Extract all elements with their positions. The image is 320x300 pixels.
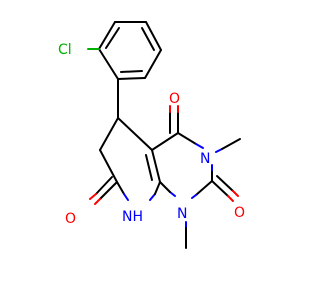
bond-c7-n8-hetero: [123, 193, 129, 201]
bond-ph-c4-c5-inner: [141, 27, 155, 51]
bond-c4-n3: [177, 132, 197, 145]
bond-ph-c4-c5: [145, 21, 162, 51]
oxygen-c4-atom: O: [169, 91, 180, 107]
bond-c2-o-a: [211, 180, 229, 197]
bond-n3-methyl: [221, 138, 241, 150]
oxygen-c2-atom: O: [234, 205, 245, 221]
bond-c2-o-a-hetero: [227, 195, 234, 202]
bond-ph-c2-c3-inner: [105, 27, 120, 49]
bond-ph-c1-c2: [98, 48, 119, 80]
bond-n3-me-hetero: [215, 148, 223, 153]
bond-n8-c8a: [154, 181, 161, 195]
bond-c2-n1: [195, 180, 213, 196]
bond-n8-c8a-hetero: [149, 193, 156, 201]
bond-c4-n3-hetero: [195, 143, 204, 149]
bond-c7-o-b-hetero: [89, 193, 97, 200]
bond-ph-c6-c1-inner: [120, 70, 143, 73]
bond-ph-c6-c1: [117, 77, 146, 80]
pyrimidinedione-ring: [151, 132, 213, 199]
bond-c5-c6: [99, 117, 119, 151]
bond-c7-o-a-hetero: [94, 198, 101, 205]
bond-c7-o-b: [95, 176, 113, 195]
chlorophenyl-ring: [98, 21, 162, 80]
chlorine-atom: Cl: [58, 42, 72, 58]
nitrogen-8-atom: NH: [122, 209, 143, 225]
bond-c4a-c4: [151, 132, 179, 151]
nitrogen-3-atom: N: [200, 151, 210, 167]
oxygen-c7-atom: O: [65, 211, 76, 227]
bond-ph-c5-c6: [144, 49, 162, 79]
bond-c8a-c4a: [151, 149, 161, 183]
bond-n1-c8a: [159, 181, 171, 193]
bond-n1-c8a-hetero: [169, 191, 176, 197]
pyridinone-ring: [99, 117, 161, 201]
bond-ph-c2-c3: [98, 21, 116, 50]
bond-c8a-c4a-inner: [145, 154, 153, 181]
molecule-structure: Cl O NH O N: [58, 21, 245, 249]
bond-c6-c7: [99, 149, 118, 183]
nitrogen-1-atom: N: [177, 206, 187, 222]
bond-c2-n1-hetero: [191, 194, 197, 199]
bond-c4a-c5: [117, 117, 153, 151]
bond-c7-o-a: [99, 181, 118, 200]
bond-c2-o-b-hetero: [232, 190, 239, 197]
bond-c2-o-b: [216, 175, 234, 192]
bond-c7-n8: [116, 181, 125, 195]
